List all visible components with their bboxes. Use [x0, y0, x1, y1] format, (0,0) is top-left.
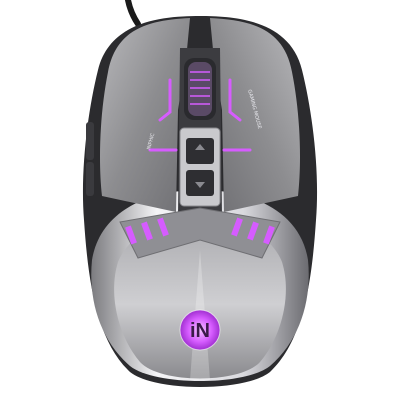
- scroll-wheel-icon[interactable]: [184, 58, 216, 120]
- inphic-logo-icon: iN: [179, 309, 221, 351]
- palm-rest: [114, 214, 286, 379]
- side-label-left: INPHIC: [146, 132, 156, 150]
- side-button-icon[interactable]: [86, 122, 94, 196]
- left-click-button[interactable]: [100, 18, 190, 212]
- dpi-button-icon[interactable]: [179, 127, 221, 207]
- led-slits: [125, 217, 275, 245]
- cable: [125, 0, 141, 27]
- logo-text: iN: [190, 320, 210, 342]
- led-accent-lines: [148, 78, 252, 152]
- right-click-button[interactable]: [210, 18, 300, 212]
